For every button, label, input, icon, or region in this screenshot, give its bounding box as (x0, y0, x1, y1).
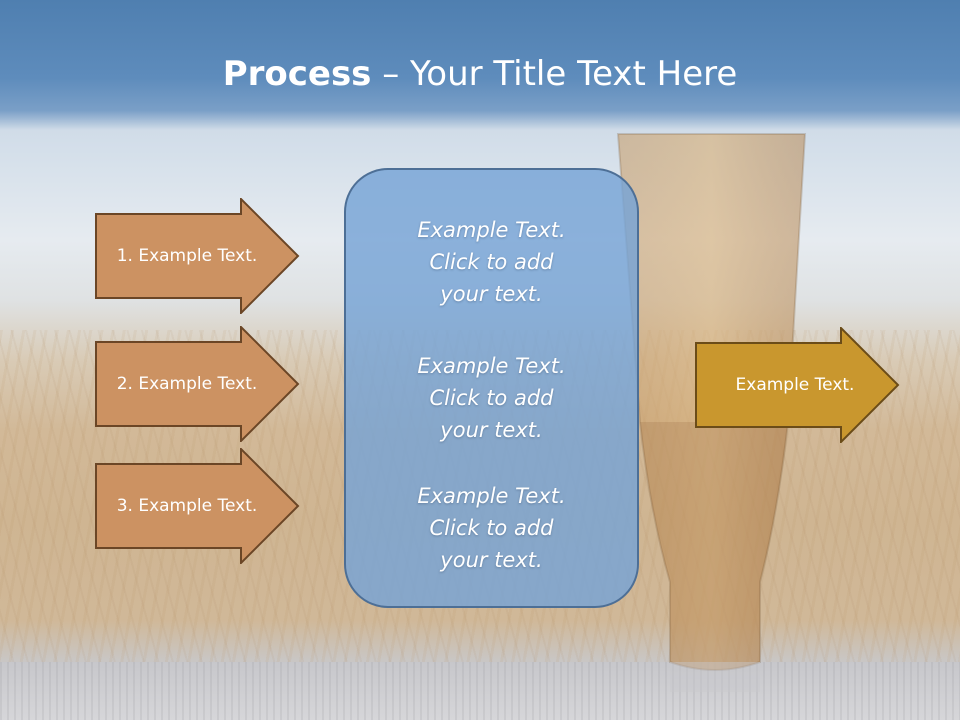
title-rest: – Your Title Text Here (371, 54, 738, 94)
panel-text-block-1[interactable]: Example Text. Click to add your text. (346, 214, 637, 310)
panel-text-line: Example Text. (417, 484, 566, 508)
arrow-shape (95, 326, 300, 442)
title-bold: Process (222, 54, 372, 94)
panel-text-line: your text. (440, 418, 543, 442)
arrow-shape (95, 198, 300, 314)
slide-title[interactable]: Process – Your Title Text Here (0, 52, 960, 96)
panel-text-line: your text. (440, 282, 543, 306)
process-panel[interactable]: Example Text. Click to add your text. Ex… (344, 168, 639, 608)
panel-text-line: Example Text. (417, 354, 566, 378)
arrow-shape (95, 448, 300, 564)
arrow-label: 2. Example Text. (116, 374, 258, 394)
arrow-label: 3. Example Text. (116, 496, 258, 516)
wooden-table-background (0, 662, 960, 720)
panel-text-line: Example Text. (417, 218, 566, 242)
panel-text-line: Click to add (429, 386, 554, 410)
panel-text-line: Click to add (429, 516, 554, 540)
panel-text-line: your text. (440, 548, 543, 572)
arrow-step-2[interactable]: 2. Example Text. (95, 326, 300, 442)
arrow-shape (695, 327, 900, 443)
arrow-label: 1. Example Text. (116, 246, 258, 266)
title-bar (0, 0, 960, 130)
arrow-step-3[interactable]: 3. Example Text. (95, 448, 300, 564)
panel-text-block-2[interactable]: Example Text. Click to add your text. (346, 350, 637, 446)
panel-text-line: Click to add (429, 250, 554, 274)
panel-text-block-3[interactable]: Example Text. Click to add your text. (346, 480, 637, 576)
arrow-output[interactable]: Example Text. (695, 327, 900, 443)
arrow-label: Example Text. (735, 375, 855, 395)
arrow-step-1[interactable]: 1. Example Text. (95, 198, 300, 314)
